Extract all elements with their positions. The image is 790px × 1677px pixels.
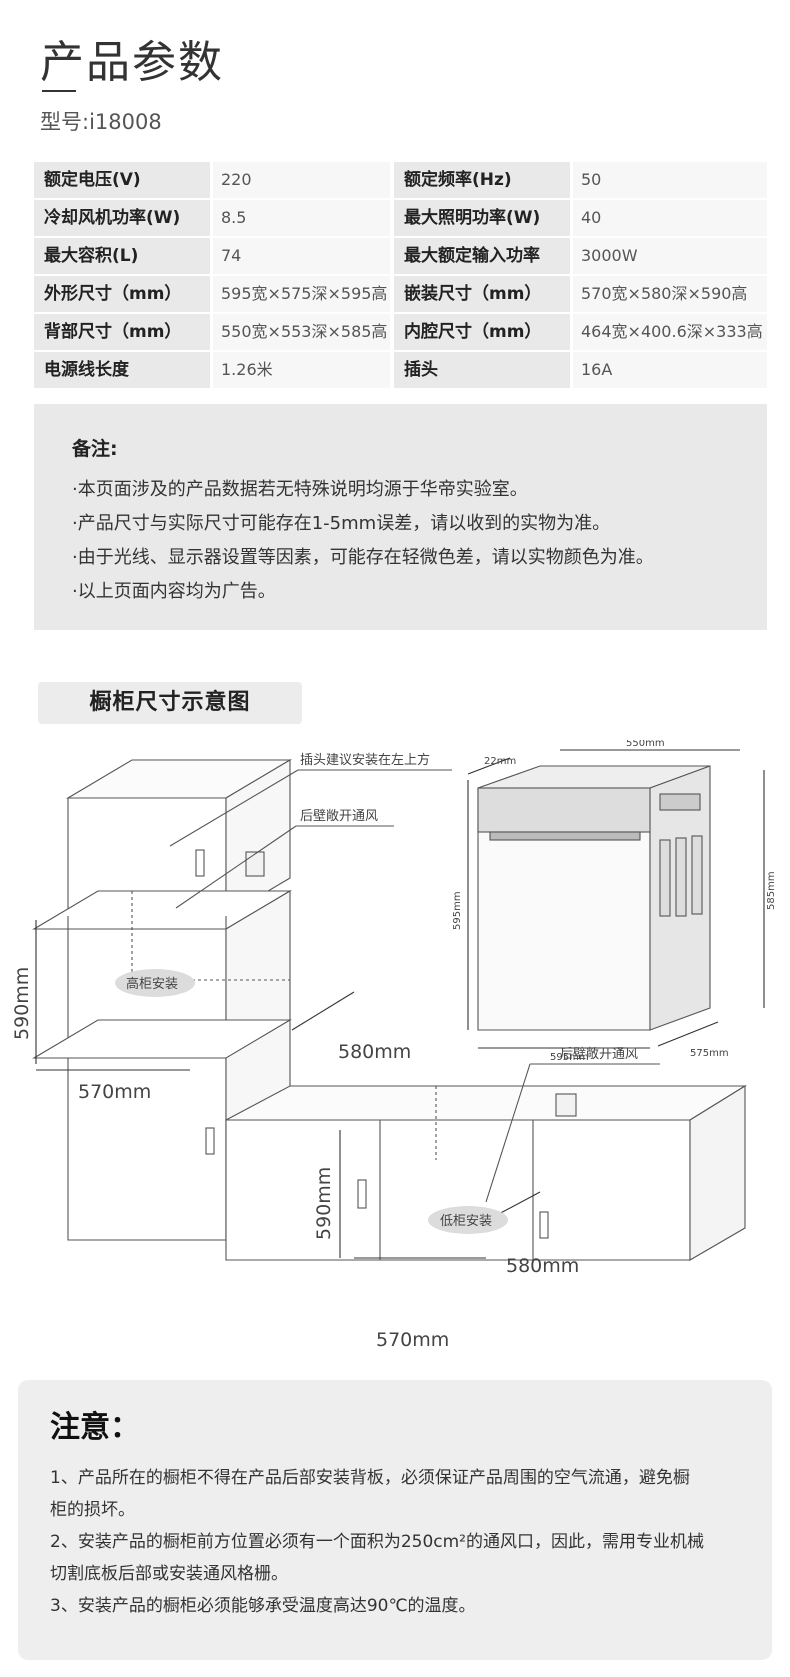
notes-line: ·产品尺寸与实际尺寸可能存在1-5mm误差，请以收到的实物为准。 — [72, 513, 611, 534]
spec-key: 额定频率(Hz) — [394, 162, 570, 198]
spec-key: 额定电压(V) — [34, 162, 210, 198]
spec-value: 16A — [573, 352, 767, 388]
attention-box: 注意： 1、产品所在的橱柜不得在产品后部安装背板，必须保证产品周围的空气流通，避… — [18, 1380, 772, 1660]
spec-row: 电源线长度 1.26米 插头 16A — [34, 352, 767, 390]
cabinet-diagram-tag: 橱柜尺寸示意图 — [38, 682, 302, 724]
vent-note-high: 后壁敞开通风 — [300, 808, 378, 824]
page-title: 产品参数 — [40, 37, 224, 88]
low-height-label: 590mm — [313, 1167, 335, 1240]
notes-title: 备注: — [72, 438, 118, 460]
spec-value: 220 — [213, 162, 390, 198]
spec-value: 3000W — [573, 238, 767, 274]
low-install-label: 低柜安装 — [440, 1214, 492, 1229]
high-depth-label: 580mm — [338, 1041, 411, 1063]
plug-note: 插头建议安装在左上方 — [300, 752, 430, 768]
spec-value: 8.5 — [213, 200, 390, 236]
oven-drawing — [477, 765, 711, 1031]
oven-bottom-depth-label: 575mm — [690, 1048, 729, 1059]
spec-value: 464宽×400.6深×333高 — [573, 314, 767, 350]
spec-value: 1.26米 — [213, 352, 390, 388]
spec-value: 570宽×580深×590高 — [573, 276, 767, 312]
leader-lines — [169, 769, 660, 1203]
high-width-label: 570mm — [78, 1081, 151, 1103]
spec-row: 背部尺寸（mm） 550宽×553深×585高 内腔尺寸（mm） 464宽×40… — [34, 314, 767, 352]
spec-key: 插头 — [394, 352, 570, 388]
spec-row: 冷却风机功率(W) 8.5 最大照明功率(W) 40 — [34, 200, 767, 238]
high-install-badge — [115, 969, 195, 997]
low-width-label: 570mm — [376, 1329, 449, 1351]
oven-right-height-label: 585mm — [766, 871, 777, 910]
notes-line: ·以上页面内容均为广告。 — [72, 581, 276, 602]
high-height-label: 590mm — [11, 967, 33, 1040]
spec-value: 50 — [573, 162, 767, 198]
oven-left-height-label: 595mm — [452, 891, 463, 930]
spec-key: 最大额定输入功率 — [394, 238, 570, 274]
low-depth-label: 580mm — [506, 1255, 579, 1277]
attention-line: 切割底板后部或安装通风格栅。 — [50, 1564, 288, 1584]
spec-key: 内腔尺寸（mm） — [394, 314, 570, 350]
dimension-lines — [35, 749, 765, 1259]
oven-top-depth-label: 22mm — [484, 756, 516, 767]
oven-bottom-width-label: 595mm — [550, 1052, 589, 1063]
notes-box: 备注: ·本页面涉及的产品数据若无特殊说明均源于华帝实验室。 ·产品尺寸与实际尺… — [34, 404, 767, 630]
spec-key: 嵌装尺寸（mm） — [394, 276, 570, 312]
attention-title: 注意： — [50, 1410, 140, 1445]
spec-key: 最大容积(L) — [34, 238, 210, 274]
spec-value: 40 — [573, 200, 767, 236]
spec-key: 冷却风机功率(W) — [34, 200, 210, 236]
spec-key: 电源线长度 — [34, 352, 210, 388]
notes-line: ·由于光线、显示器设置等因素，可能存在轻微色差，请以实物颜色为准。 — [72, 547, 654, 568]
attention-line: 柜的损坏。 — [50, 1500, 135, 1520]
attention-line: 1、产品所在的橱柜不得在产品后部安装背板，必须保证产品周围的空气流通，避免橱 — [50, 1468, 690, 1488]
high-install-label: 高柜安装 — [126, 976, 178, 992]
title-underline — [42, 90, 76, 92]
cabinet-installation-diagram: 插头建议安装在左上方 后壁敞开通风 后壁敞开通风 高柜安装 低柜安装 590mm… — [11, 740, 777, 1351]
spec-row: 额定电压(V) 220 额定频率(Hz) 50 — [34, 162, 767, 200]
vent-note-low: 后壁敞开通风 — [560, 1046, 638, 1062]
notes-line: ·本页面涉及的产品数据若无特殊说明均源于华帝实验室。 — [72, 479, 528, 500]
spec-value: 595宽×575深×595高 — [213, 276, 390, 312]
low-install-badge — [428, 1206, 508, 1234]
spec-row: 最大容积(L) 74 最大额定输入功率 3000W — [34, 238, 767, 276]
oven-top-width-label: 550mm — [626, 740, 665, 749]
spec-row: 外形尺寸（mm） 595宽×575深×595高 嵌装尺寸（mm） 570宽×58… — [34, 276, 767, 314]
spec-table: 额定电压(V) 220 额定频率(Hz) 50 冷却风机功率(W) 8.5 最大… — [34, 162, 767, 390]
spec-value: 74 — [213, 238, 390, 274]
spec-key: 最大照明功率(W) — [394, 200, 570, 236]
low-cabinet-drawing — [225, 1085, 747, 1261]
model-number: 型号:i18008 — [40, 110, 162, 134]
spec-key: 背部尺寸（mm） — [34, 314, 210, 350]
spec-key: 外形尺寸（mm） — [34, 276, 210, 312]
attention-line: 2、安装产品的橱柜前方位置必须有一个面积为250cm²的通风口，因此，需用专业机… — [50, 1532, 704, 1552]
attention-line: 3、安装产品的橱柜必须能够承受温度高达90℃的温度。 — [50, 1596, 476, 1616]
spec-value: 550宽×553深×585高 — [213, 314, 390, 350]
